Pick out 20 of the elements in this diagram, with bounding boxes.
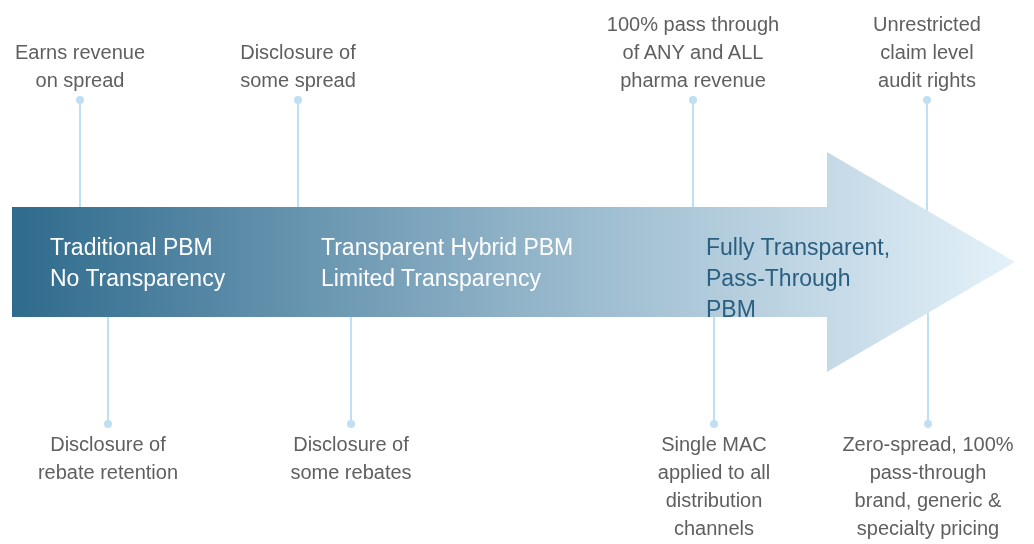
leader-line [76, 96, 84, 208]
leader-line [924, 311, 932, 428]
callout-text: 100% pass through of ANY and ALL pharma revenue [600, 10, 786, 94]
callout-text: Disclosure of some spread [223, 38, 373, 94]
callout-text: Unrestricted claim level audit rights [862, 10, 992, 94]
stage-label: Fully Transparent, Pass-Through PBM [706, 232, 906, 325]
callout-text: Disclosure of rebate retention [25, 430, 191, 486]
leader-line [347, 316, 355, 428]
callout-text: Zero-spread, 100% pass-through brand, generic & specialty pricing [839, 430, 1017, 542]
arrow-shape [12, 152, 1015, 372]
leader-line [294, 96, 302, 208]
leader-line [104, 316, 112, 428]
leader-line [923, 96, 931, 212]
callout-text: Disclosure of some rebates [276, 430, 426, 486]
stage-label: Traditional PBM No Transparency [50, 232, 240, 294]
stage-label: Transparent Hybrid PBM Limited Transparency [321, 232, 591, 294]
leader-line [689, 96, 697, 208]
callout-text: Earns revenue on spread [10, 38, 150, 94]
callout-text: Single MAC applied to all distribution channels [644, 430, 784, 542]
leader-line [710, 316, 718, 428]
